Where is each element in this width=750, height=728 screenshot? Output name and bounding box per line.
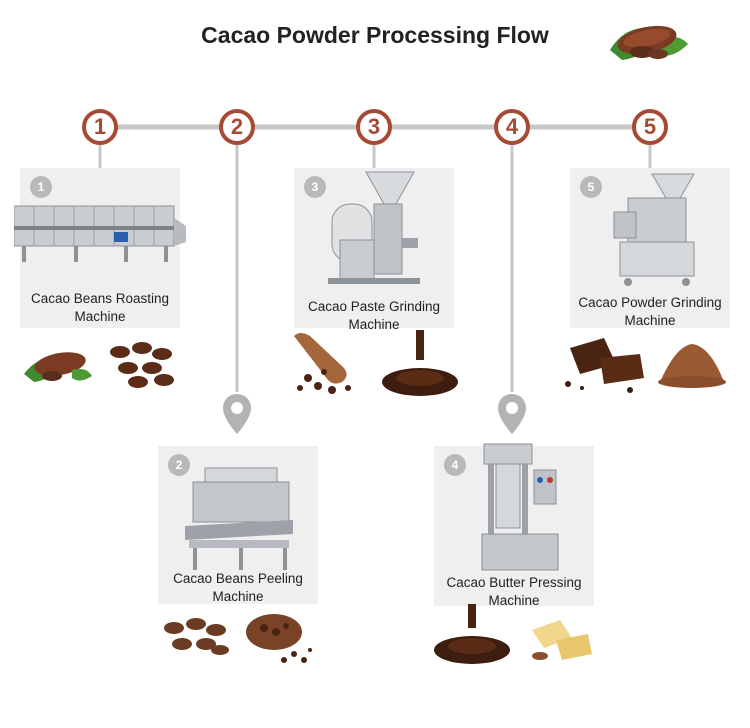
step-marker-2: 2 bbox=[219, 109, 255, 145]
step-marker-3: 3 bbox=[356, 109, 392, 145]
cacao-pod-icon bbox=[24, 352, 92, 382]
map-pin-icon bbox=[223, 394, 251, 434]
hydraulic-press-icon bbox=[481, 443, 559, 571]
cacao-pod-icon bbox=[610, 25, 688, 60]
powder-grinder-icon bbox=[613, 173, 695, 286]
machine-card-peeling: 2 Cacao Beans Peeling Machine bbox=[158, 446, 318, 604]
machine-label: Cacao Paste Grinding Machine bbox=[307, 299, 441, 332]
step-badge: 3 bbox=[304, 176, 326, 198]
step-marker-4: 4 bbox=[494, 109, 530, 145]
cacao-liquor-icon bbox=[434, 604, 510, 664]
step-marker-1: 1 bbox=[82, 109, 118, 145]
machine-card-roasting: 1 Cacao Beans Roasting Machine bbox=[14, 168, 186, 328]
machine-label: Cacao Butter Pressing Machine bbox=[446, 575, 582, 608]
cacao-butter-icon bbox=[532, 620, 592, 660]
cacao-powder-icon bbox=[658, 344, 726, 388]
step-marker-5: 5 bbox=[632, 109, 668, 145]
cacao-nibs-scoop-icon bbox=[294, 333, 351, 394]
peeling-machine-icon bbox=[185, 467, 293, 570]
machine-card-grinding: 3 Cacao Paste Grinding Machine bbox=[294, 168, 454, 332]
machine-label: Cacao Powder Grinding Machine bbox=[578, 295, 722, 328]
step-badge: 5 bbox=[580, 176, 602, 198]
roasting-machine-icon bbox=[14, 205, 186, 262]
page-title: Cacao Powder Processing Flow bbox=[201, 22, 549, 48]
chocolate-pieces-icon bbox=[565, 338, 644, 393]
machine-label: Cacao Beans Peeling Machine bbox=[173, 571, 303, 604]
colloid-mill-icon bbox=[328, 171, 420, 284]
machine-label: Cacao Beans Roasting Machine bbox=[30, 291, 170, 324]
map-pin-icon bbox=[498, 394, 526, 434]
cacao-nibs-bowl-icon bbox=[246, 614, 312, 663]
cacao-beans-icon bbox=[164, 618, 229, 655]
step-badge: 1 bbox=[30, 176, 52, 198]
step-badge: 4 bbox=[444, 454, 466, 476]
step-badge: 2 bbox=[168, 454, 190, 476]
cacao-paste-icon bbox=[382, 330, 458, 396]
cacao-beans-icon bbox=[110, 342, 174, 388]
machine-card-pressing: 4 Cacao Butter Pressing Machine bbox=[434, 443, 594, 608]
machine-card-powder: 5 Cacao Powder Grinding Machine bbox=[570, 168, 730, 328]
